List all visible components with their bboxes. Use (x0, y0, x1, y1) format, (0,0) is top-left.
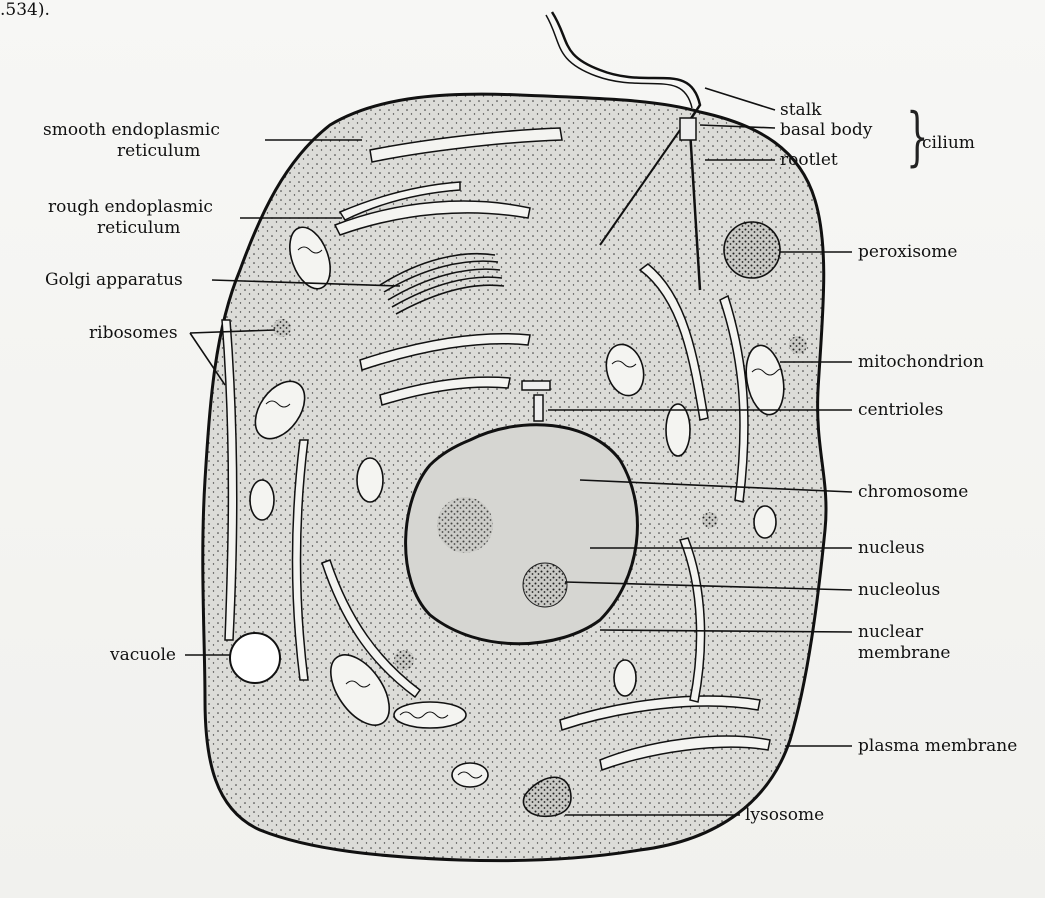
chromatin-cluster (437, 497, 493, 553)
label-basal-body: basal body (780, 120, 872, 141)
label-golgi: Golgi apparatus (45, 270, 183, 291)
ribosome-cluster (273, 319, 291, 337)
label-nuclear-membrane-line2: membrane (858, 643, 950, 664)
label-nuclear-membrane-line1: nuclear (858, 622, 923, 643)
label-vacuole: vacuole (110, 645, 176, 666)
label-plasma-membrane: plasma membrane (858, 736, 1017, 757)
centriole-shape-1 (522, 381, 550, 390)
label-stalk: stalk (780, 100, 821, 121)
label-centrioles: centrioles (858, 400, 943, 421)
basal-body-shape (680, 118, 696, 140)
ribosome-cluster (394, 650, 414, 670)
vacuole-shape (230, 633, 280, 683)
peroxisome-shape (724, 222, 780, 278)
label-rough-er-line2: reticulum (97, 218, 180, 239)
label-ribosomes: ribosomes (89, 323, 178, 344)
label-mitochondrion: mitochondrion (858, 352, 984, 373)
centriole-shape-2 (534, 395, 543, 421)
cilium-stalk-inner (546, 15, 692, 108)
label-lysosome: lysosome (745, 805, 824, 826)
caption-fragment: .534). (0, 0, 50, 21)
ribosome-cluster (702, 512, 718, 528)
nucleolus-shape (523, 563, 567, 607)
label-rootlet: rootlet (780, 150, 838, 171)
label-smooth-er-line2: reticulum (117, 141, 200, 162)
label-chromosome: chromosome (858, 482, 968, 503)
label-smooth-er-line1: smooth endoplasmic (43, 120, 220, 141)
label-rough-er-line1: rough endoplasmic (48, 197, 213, 218)
label-nucleolus: nucleolus (858, 580, 940, 601)
label-peroxisome: peroxisome (858, 242, 957, 263)
label-cilium: cilium (922, 133, 975, 154)
ribosome-cluster (789, 336, 807, 354)
label-nucleus: nucleus (858, 538, 925, 559)
